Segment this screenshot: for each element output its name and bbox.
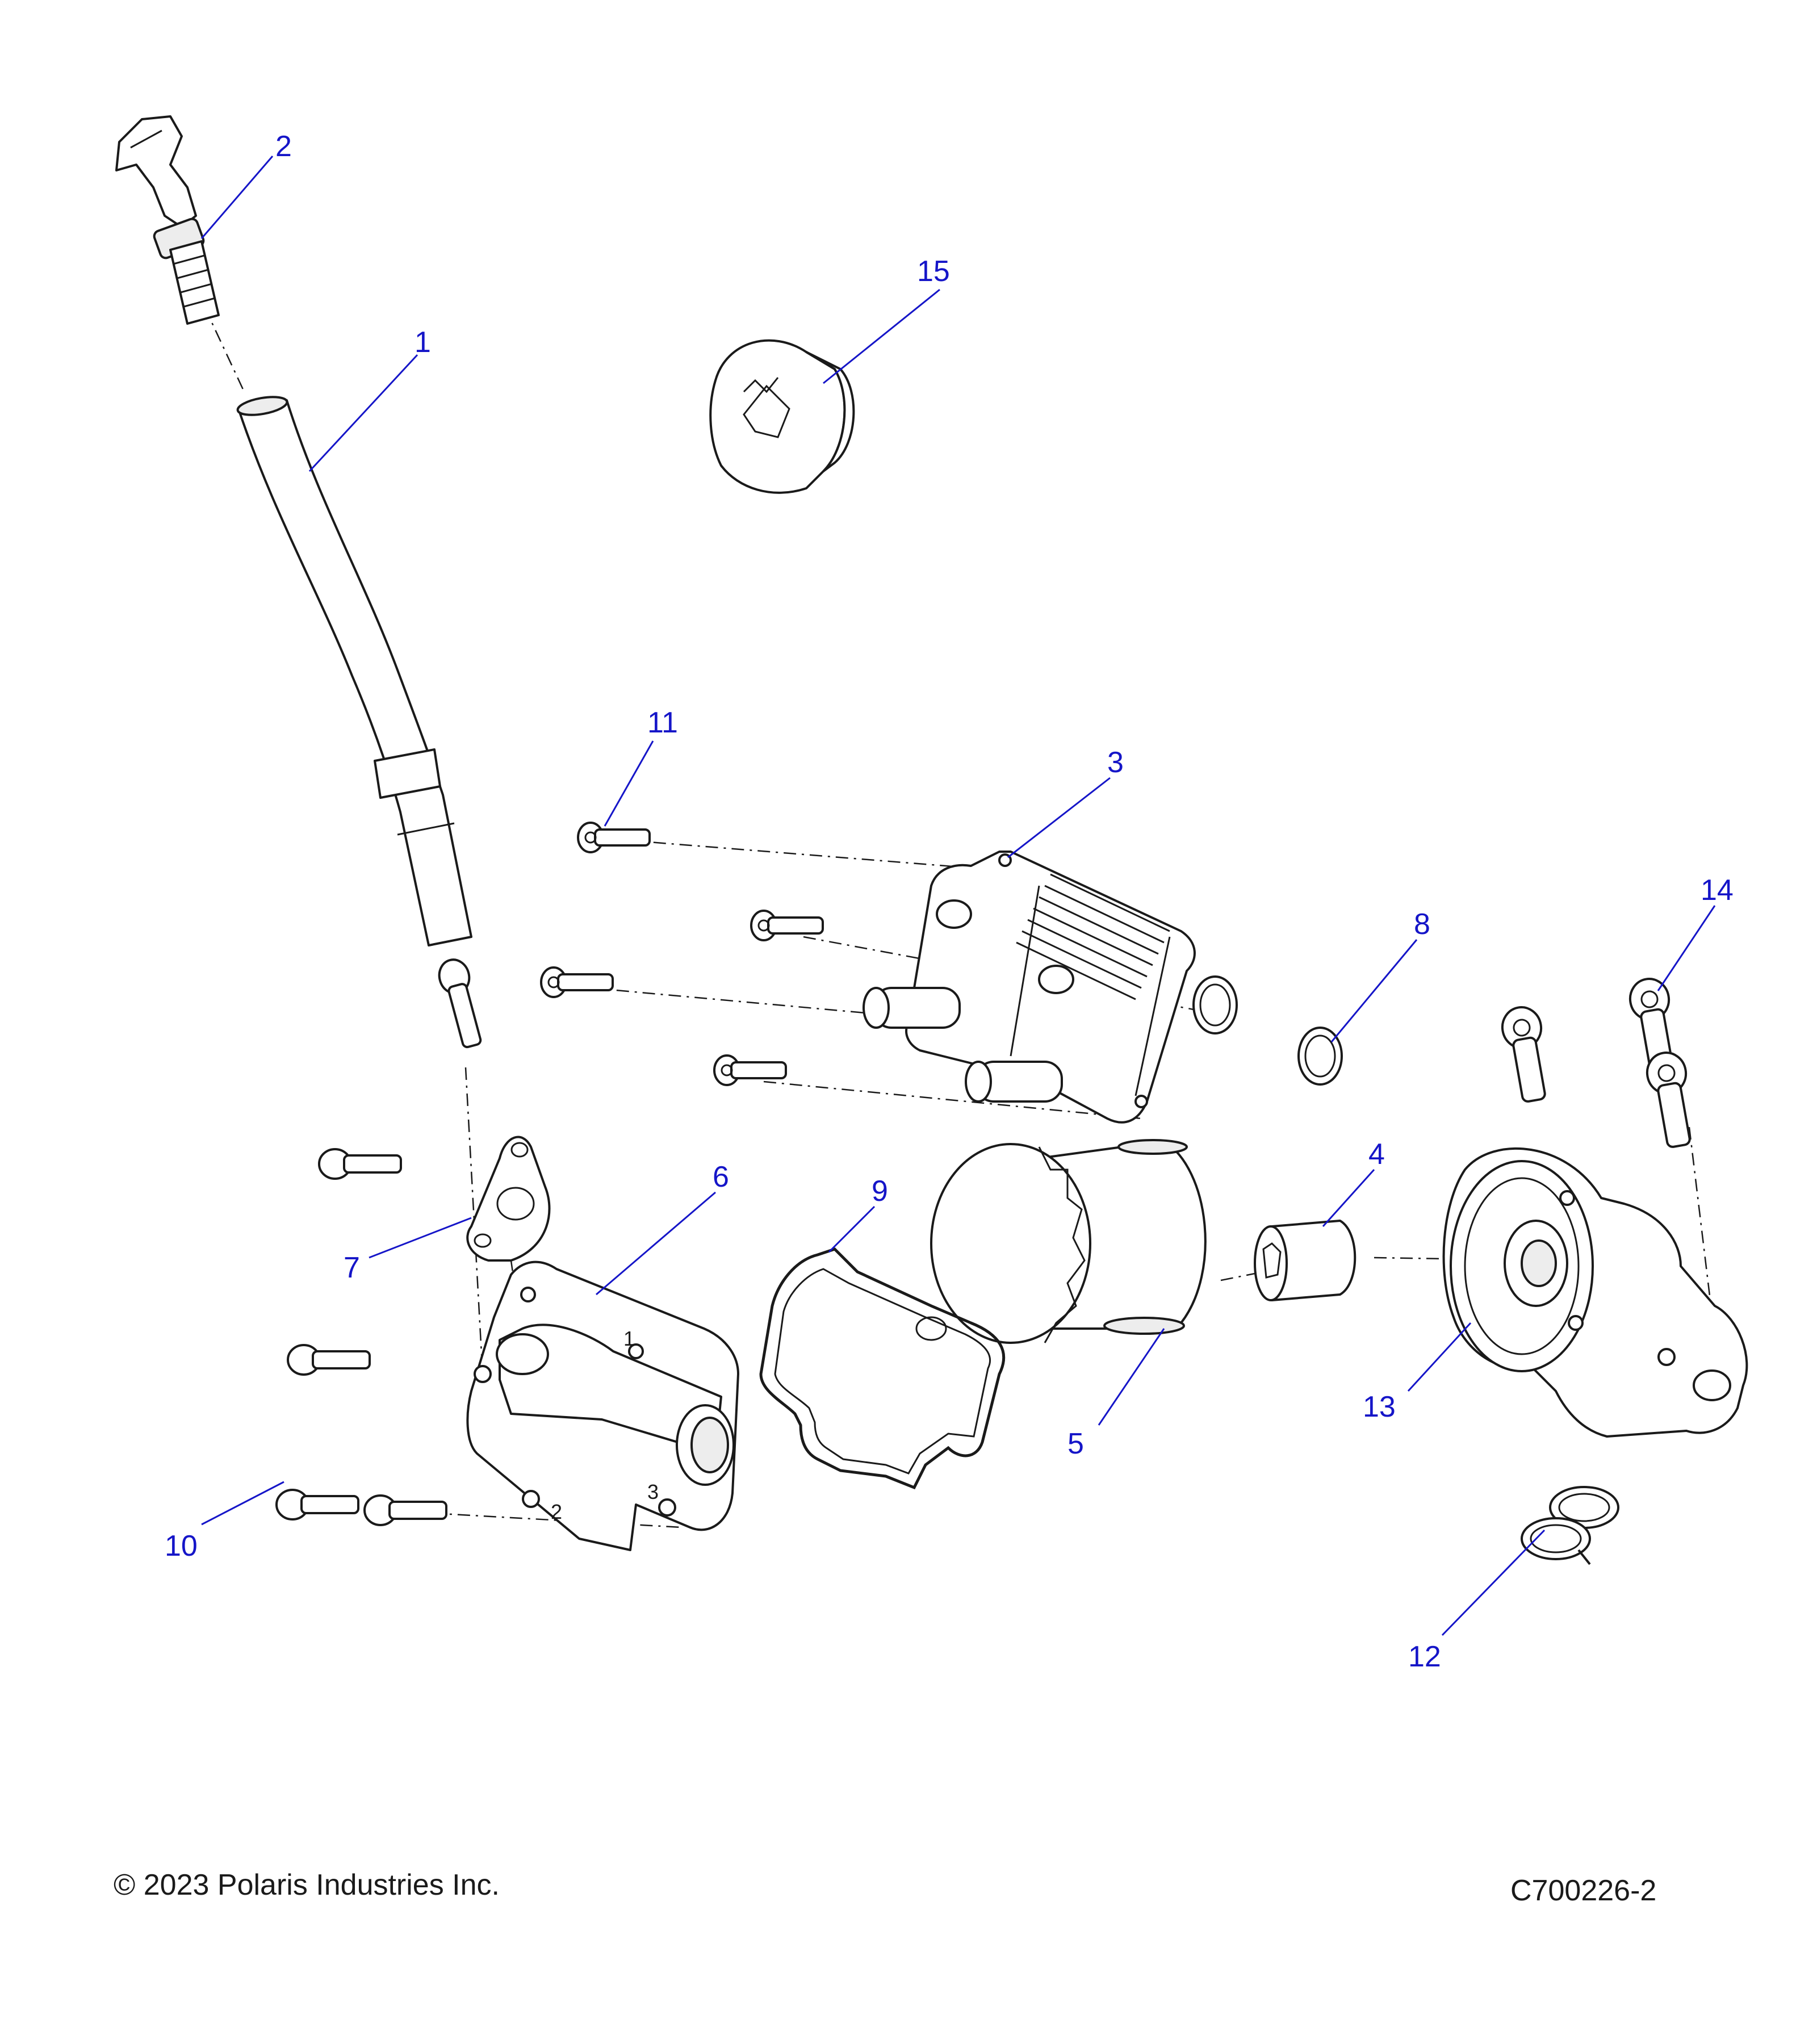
oil-fill-cap-part [709, 339, 855, 494]
callout-15: 15 [917, 255, 950, 288]
callout-9: 9 [872, 1175, 888, 1208]
callout-1: 1 [415, 326, 431, 359]
cooler-bolt-part [540, 822, 824, 1086]
callout-6: 6 [713, 1161, 729, 1193]
callout-12: 12 [1408, 1640, 1441, 1673]
callout-5: 5 [1067, 1427, 1084, 1460]
hose-clamp-part [1521, 1486, 1619, 1565]
cover-mark-2: 2 [551, 1500, 562, 1523]
oil-cooler-part [863, 851, 1196, 1124]
dipstick-handle-part [115, 115, 220, 325]
cover-mark-1: 1 [623, 1327, 635, 1350]
cover-mark-3: 3 [647, 1480, 659, 1503]
dipstick-tube-part [236, 396, 472, 946]
callout-13: 13 [1363, 1390, 1396, 1423]
filter-adapter-part [1442, 1147, 1748, 1438]
oil-filter-part [930, 1139, 1207, 1344]
callout-14: 14 [1701, 874, 1734, 907]
cooler-cover-part: 1 2 3 [466, 1260, 739, 1551]
threaded-adapter-part [1254, 1220, 1357, 1301]
callout-3: 3 [1107, 746, 1124, 779]
o-ring-part [1192, 975, 1343, 1086]
callout-11: 11 [647, 706, 678, 739]
adapter-bolt-part [1501, 978, 1691, 1148]
callout-8: 8 [1414, 908, 1430, 941]
callout-7: 7 [344, 1251, 360, 1284]
leader-lines [200, 156, 1716, 1636]
flange-gasket-part [466, 1136, 551, 1262]
copyright-text: © 2023 Polaris Industries Inc. [114, 1869, 500, 1901]
callout-10: 10 [165, 1530, 198, 1563]
cover-bolt-part [275, 958, 482, 1526]
callout-4: 4 [1368, 1138, 1385, 1171]
cover-gasket-part [759, 1247, 1006, 1490]
callout-labels: 2 15 1 11 3 8 14 4 6 9 7 13 5 10 12 [165, 130, 1734, 1673]
drawing-number: C700226-2 [1510, 1874, 1657, 1907]
callout-2: 2 [275, 130, 292, 163]
